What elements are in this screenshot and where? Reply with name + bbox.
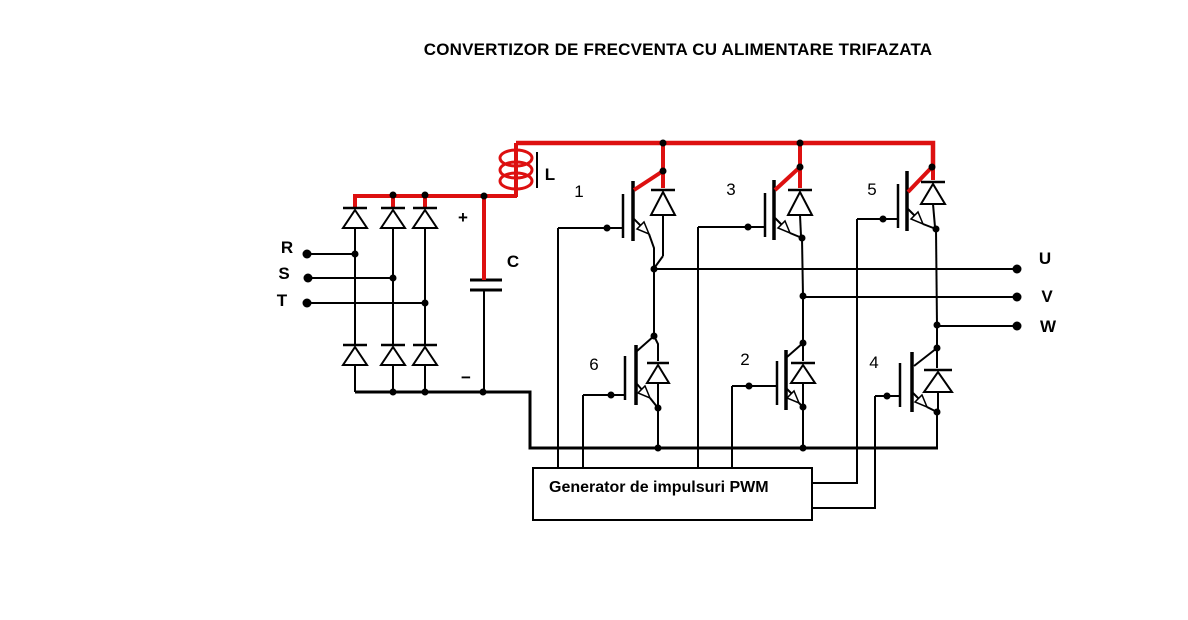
rectifier-diode: [411, 206, 439, 229]
inductor-coil-loop: [498, 148, 534, 168]
pwm-generator-box: [532, 467, 813, 521]
dc-highlight-path: [353, 140, 936, 280]
emitter-arrow-4: [913, 393, 929, 409]
inductor-coil-loop: [498, 160, 534, 180]
freewheel-diode-6: [645, 361, 671, 384]
terminal-u: [1012, 264, 1022, 274]
output-label-u: U: [1039, 249, 1051, 268]
freewheel-diode-1: [649, 188, 677, 216]
rectifier-diode: [341, 206, 369, 229]
diodes: [341, 180, 954, 393]
igbt-4: [812, 347, 938, 509]
pwm-generator-label: Generator de impulsuri PWM: [549, 479, 769, 496]
diode-4-lead: [936, 348, 939, 448]
igbt-2: [731, 342, 804, 468]
freewheel-diode-3: [786, 188, 814, 216]
leg-w-mid: [935, 228, 938, 348]
phase-output-lines: [654, 268, 1017, 327]
terminal-t: [302, 298, 312, 308]
igbt-5-number: 5: [867, 180, 876, 199]
diode-6-lead: [653, 335, 659, 448]
junction-dots: [302, 139, 1022, 452]
dc-plus-label: +: [458, 208, 468, 227]
igbt-6-number: 6: [589, 355, 598, 374]
igbt-2-number: 2: [740, 350, 749, 369]
dc-minus-rail: [355, 390, 938, 450]
igbt-1: [557, 181, 655, 468]
input-label-t: T: [277, 291, 288, 310]
pwm-generator: Generator de impulsuri PWM: [532, 467, 813, 521]
igbt-4-number: 4: [869, 353, 878, 372]
black-wiring: [307, 152, 1017, 509]
diode-5-lead: [932, 203, 936, 228]
freewheel-diode-4: [922, 368, 954, 393]
emitter-arrow-1: [635, 220, 651, 236]
igbt-3-number: 3: [726, 180, 735, 199]
freewheel-diode-5: [919, 180, 947, 205]
leg-v-mid: [801, 237, 804, 343]
terminal-w: [1012, 321, 1022, 331]
dc-minus-label: −: [461, 368, 471, 387]
rectifier-diode: [411, 343, 439, 366]
capacitor-label: C: [507, 252, 519, 271]
freewheel-diode-2: [789, 361, 817, 384]
emitter-arrow-6: [636, 384, 652, 400]
diode-3-lead: [799, 214, 802, 237]
rectifier-columns: [354, 228, 426, 392]
output-label-v: V: [1041, 287, 1053, 306]
input-label-s: S: [278, 264, 289, 283]
rectifier-diode: [379, 206, 407, 229]
inductor-coil-loop: [498, 171, 534, 191]
diode-1-lead: [654, 215, 664, 268]
rectifier-diode: [379, 343, 407, 366]
igbt-1-number: 1: [574, 182, 583, 201]
emitter-arrow-2: [785, 389, 801, 405]
rectifier-diode: [341, 343, 369, 366]
output-label-w: W: [1040, 317, 1057, 336]
dc-capacitor: [470, 278, 502, 392]
emitter-arrow-5: [909, 210, 925, 226]
emitter-arrow-3: [776, 219, 792, 235]
igbt-5: [812, 171, 937, 484]
terminal-v: [1012, 292, 1022, 302]
diagram-title: CONVERTIZOR DE FRECVENTA CU ALIMENTARE T…: [424, 40, 933, 59]
emitter-arrows: [635, 210, 929, 409]
inductor-label: L: [545, 165, 555, 184]
input-label-r: R: [281, 238, 293, 257]
input-leads: [307, 253, 425, 304]
terminal-r: [302, 249, 312, 259]
terminal-s: [303, 273, 313, 283]
